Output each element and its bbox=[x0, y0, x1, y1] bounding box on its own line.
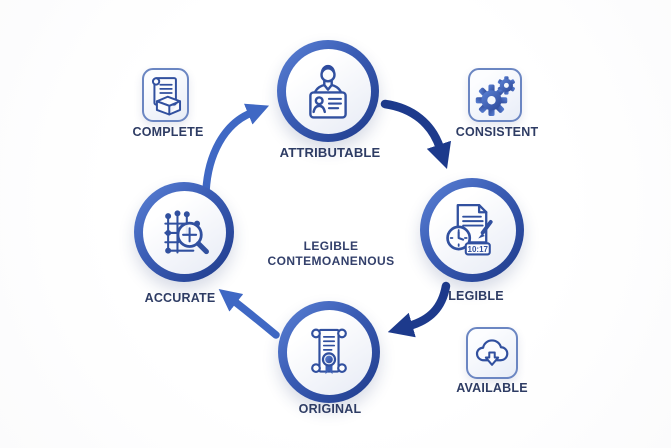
gears-icon bbox=[475, 76, 515, 116]
label-complete: COMPLETE bbox=[132, 125, 204, 139]
node-consistent bbox=[468, 68, 522, 122]
arrow-original-to-accurate bbox=[218, 288, 280, 339]
label-attributable: ATTRIBUTABLE bbox=[279, 145, 381, 160]
arrow-accurate-to-attributable bbox=[202, 103, 270, 195]
node-attributable-face bbox=[285, 48, 371, 134]
node-original bbox=[278, 301, 380, 403]
node-accurate-face bbox=[142, 190, 226, 274]
certificate-scroll-icon bbox=[311, 328, 347, 374]
node-attributable bbox=[277, 40, 379, 142]
label-accurate: ACCURATE bbox=[144, 291, 216, 305]
center-caption: LEGIBLE CONTEMOANENOUS bbox=[268, 239, 395, 269]
document-clock-pen-icon: 10:17 bbox=[446, 203, 493, 256]
node-legible-face: 10:17 bbox=[428, 186, 516, 274]
arrow-legible-to-original bbox=[387, 281, 451, 338]
document-box-icon bbox=[151, 76, 181, 115]
label-legible: LEGIBLE bbox=[448, 289, 504, 303]
clock-time-badge: 10:17 bbox=[468, 245, 489, 254]
node-complete bbox=[142, 68, 189, 122]
chart-magnifier-icon bbox=[164, 210, 209, 255]
arrow-attributable-to-legible bbox=[380, 99, 452, 169]
node-legible: 10:17 bbox=[420, 178, 524, 282]
center-caption-line1: LEGIBLE bbox=[303, 239, 359, 253]
node-available bbox=[466, 327, 518, 379]
label-original: ORIGINAL bbox=[298, 402, 362, 416]
cloud-download-icon bbox=[475, 339, 509, 366]
label-available: AVAILABLE bbox=[456, 381, 528, 395]
center-caption-line2: CONTEMOANENOUS bbox=[267, 254, 395, 268]
id-card-person-icon bbox=[309, 64, 347, 119]
node-accurate bbox=[134, 182, 234, 282]
node-original-face bbox=[286, 309, 372, 395]
label-consistent: CONSISTENT bbox=[455, 125, 539, 139]
